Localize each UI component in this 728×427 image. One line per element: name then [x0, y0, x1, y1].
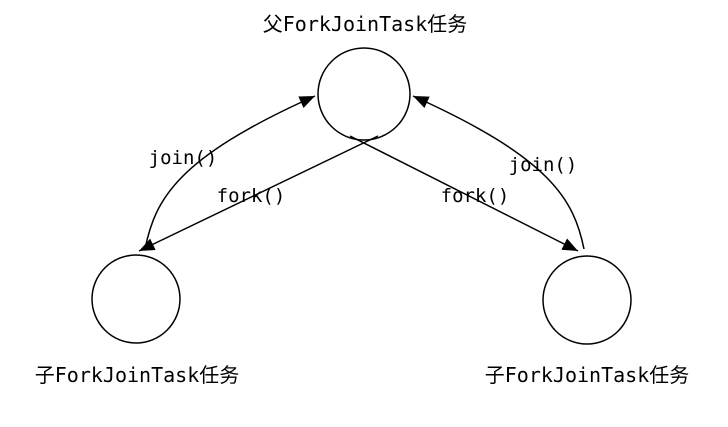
child-task-node-left	[91, 254, 181, 344]
join-right-edge	[412, 95, 585, 250]
join-left-edge-label: join()	[149, 147, 218, 169]
child-task-label-left: 子ForkJoinTask任务	[35, 363, 240, 387]
join-left-edge	[144, 95, 316, 250]
fork-right-edge-label: fork()	[441, 185, 510, 207]
fork-left-edge	[138, 135, 379, 252]
child-task-node-right	[542, 255, 632, 345]
parent-task-node	[317, 47, 411, 141]
fork-left-edge-label: fork()	[217, 185, 286, 207]
child-task-label-right: 子ForkJoinTask任务	[485, 363, 690, 387]
parent-task-label: 父ForkJoinTask任务	[263, 12, 468, 36]
join-right-edge-label: join()	[509, 154, 578, 176]
fork-right-edge	[349, 135, 579, 252]
